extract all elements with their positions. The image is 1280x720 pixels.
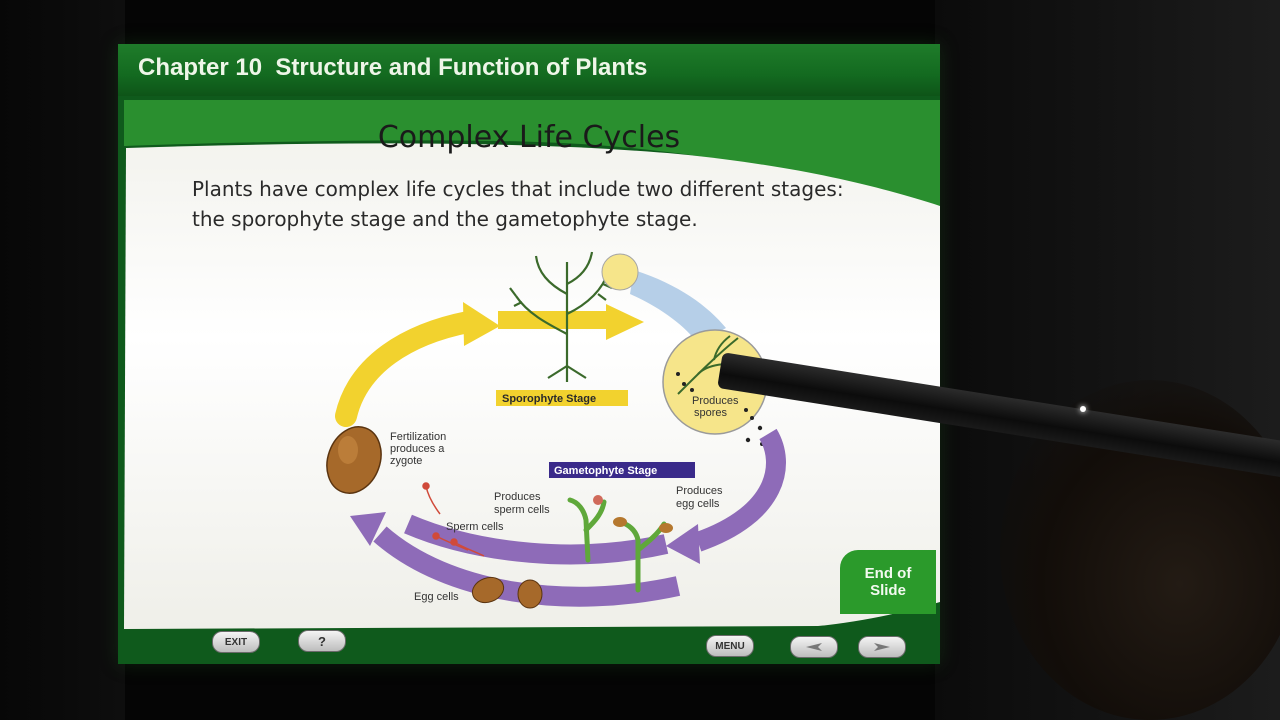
indicator-light xyxy=(1080,406,1086,412)
produces-sperm-label-2: sperm cells xyxy=(494,504,550,516)
menu-button[interactable]: MENU xyxy=(706,635,754,657)
background-dark-left xyxy=(0,0,125,720)
end-of-slide-badge: End of Slide xyxy=(840,550,936,614)
chapter-name: Structure and Function of Plants xyxy=(275,54,648,81)
life-cycle-diagram: Produces spores Sporophyte Stage Gametop… xyxy=(326,251,786,609)
egg-cell-icon-1 xyxy=(471,576,505,604)
exit-button[interactable]: EXIT xyxy=(212,631,260,653)
slide-panel xyxy=(118,94,940,639)
sporophyte-plant-icon xyxy=(509,251,613,382)
gametophyte-arrow-lower xyxy=(373,526,681,607)
produces-spores-label-1: Produces xyxy=(692,395,739,407)
slide-body-text: Plants have complex life cycles that inc… xyxy=(192,177,844,231)
sporophyte-stage-badge xyxy=(496,390,628,406)
chapter-title: Chapter 10 Structure and Function of Pla… xyxy=(138,54,898,82)
gametophyte-stage-label: Gametophyte Stage xyxy=(554,465,657,477)
fertilization-label-1: Fertilization xyxy=(390,431,446,443)
gametophyte-arrow-right xyxy=(694,428,786,552)
sporophyte-arrow-head xyxy=(463,302,500,346)
chapter-number: Chapter 10 xyxy=(138,54,263,81)
slide-background xyxy=(124,100,940,629)
zoom-wedge xyxy=(630,270,726,344)
spore-zoom-small xyxy=(601,253,639,291)
sperm-cells-icon xyxy=(422,482,485,557)
produces-sperm-label-1: Produces xyxy=(494,491,541,503)
left-arrow-icon xyxy=(806,643,822,651)
gametophyte-stage-badge xyxy=(549,462,695,478)
fertilization-label-3: zygote xyxy=(390,455,422,467)
end-of-slide-line1: End of xyxy=(864,565,912,582)
presentation-screen: Chapter 10 Structure and Function of Pla… xyxy=(118,44,940,664)
sperm-gametophyte-icon xyxy=(567,497,607,563)
next-slide-button[interactable] xyxy=(858,636,906,658)
right-arrow-icon xyxy=(874,643,890,651)
egg-cells-label: Egg cells xyxy=(414,591,459,603)
egg-cell-icon-2 xyxy=(517,579,543,609)
gametophyte-arrow-right-head xyxy=(666,524,700,564)
help-button[interactable]: ? xyxy=(298,630,346,652)
produces-egg-label-1: Produces xyxy=(676,485,723,497)
chapter-title-bar: Chapter 10 Structure and Function of Pla… xyxy=(118,44,940,96)
sperm-cells-label: Sperm cells xyxy=(446,521,504,533)
end-of-slide-line2: Slide xyxy=(870,582,906,599)
gametophyte-arrow-left-head xyxy=(350,512,386,546)
previous-slide-button[interactable] xyxy=(790,636,838,658)
slide-heading: Complex Life Cycles xyxy=(377,120,681,155)
sporophyte-arrow xyxy=(335,311,479,427)
sporophyte-arrow-top-head xyxy=(606,304,644,340)
sporophyte-stage-label: Sporophyte Stage xyxy=(502,393,596,405)
produces-egg-label-2: egg cells xyxy=(676,498,720,510)
produces-spores-label-2: spores xyxy=(694,407,728,419)
fertilization-label-2: produces a xyxy=(390,443,445,455)
